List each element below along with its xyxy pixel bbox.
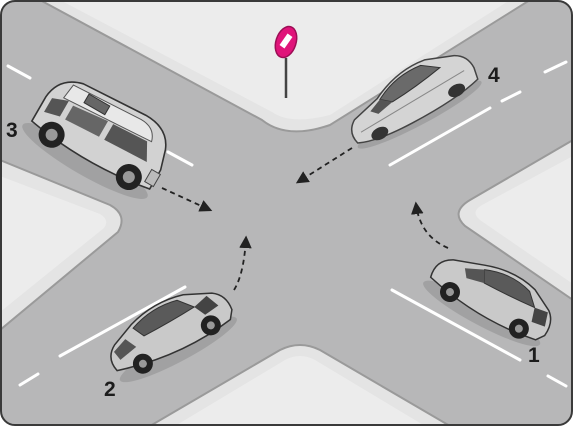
vehicle-4-label: 4 bbox=[488, 64, 500, 87]
vehicle-3-label: 3 bbox=[6, 119, 18, 142]
vehicle-1-label: 1 bbox=[528, 344, 540, 367]
vehicle-2-label: 2 bbox=[104, 378, 116, 401]
